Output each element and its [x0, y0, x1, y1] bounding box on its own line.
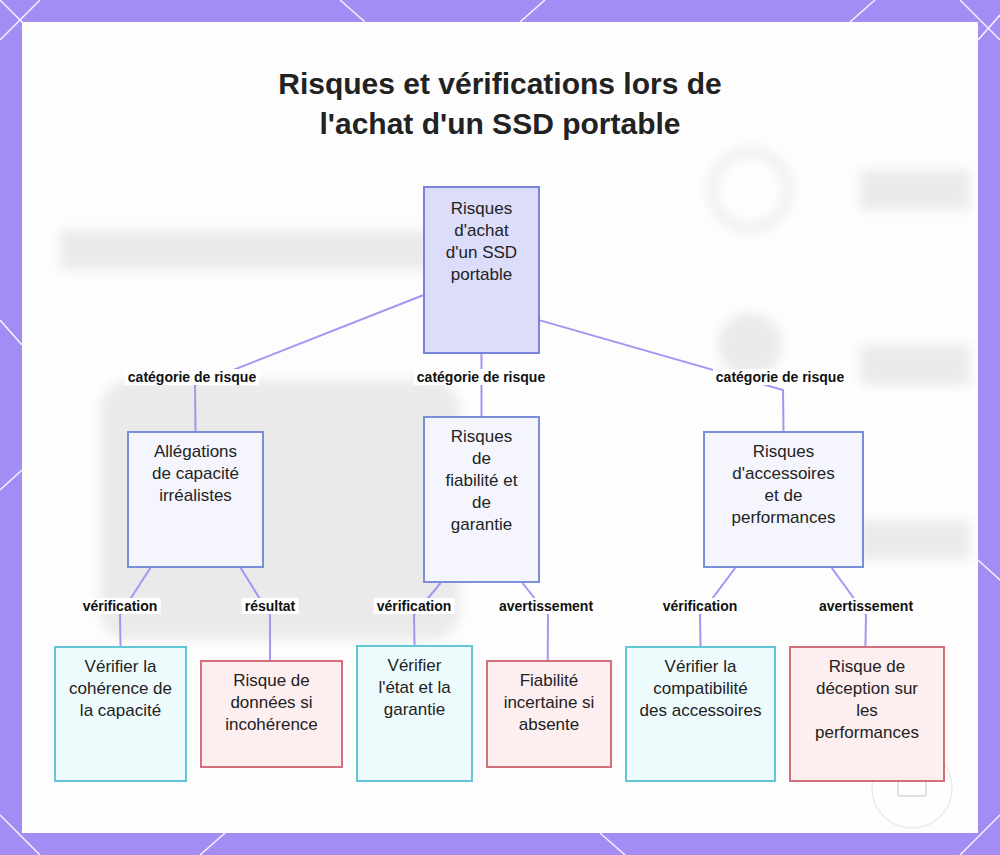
edge-label: catégorie de risque [125, 369, 259, 385]
connector-line [700, 568, 735, 646]
node-text: Risques d'achat d'un SSD portable [437, 198, 526, 286]
connector-line [481, 354, 483, 416]
warning-box: Risque de déception sur les performances [789, 646, 945, 782]
warning-box: Risque de données si incohérence [200, 660, 343, 768]
node-text: Vérifier la compatibilité des accessoire… [639, 656, 762, 722]
node-text: Allégations de capacité irréalistes [145, 441, 246, 507]
warning-box: Fiabilité incertaine si absente [486, 660, 612, 768]
diagram-title: Risques et vérifications lors de l'achat… [250, 64, 750, 144]
node-text: Fiabilité incertaine si absente [500, 670, 598, 736]
node-text: Risques de fiabilité et de garantie [444, 426, 519, 536]
node-text: Risques d'accessoires et de performances [725, 441, 842, 529]
check-box: Vérifier l'état et la garantie [356, 645, 473, 782]
connector-line [540, 320, 784, 431]
category-box: Risques de fiabilité et de garantie [423, 416, 540, 583]
check-box: Vérifier la compatibilité des accessoire… [625, 646, 776, 782]
connector-line [832, 568, 866, 646]
edge-label: vérification [80, 598, 161, 614]
logo-mark [898, 780, 926, 796]
category-box: Risques d'accessoires et de performances [703, 431, 864, 568]
category-box: Allégations de capacité irréalistes [127, 431, 264, 568]
node-text: Vérifier la cohérence de la capacité [66, 656, 175, 722]
connector-line [120, 568, 150, 646]
edge-label: vérification [660, 598, 741, 614]
edge-label: catégorie de risque [713, 369, 847, 385]
connector-line [522, 583, 548, 660]
root-box: Risques d'achat d'un SSD portable [423, 186, 540, 354]
node-text: Vérifier l'état et la garantie [368, 655, 461, 721]
connector-line [195, 295, 423, 431]
edge-label: avertissement [816, 598, 916, 614]
check-box: Vérifier la cohérence de la capacité [54, 646, 187, 782]
node-text: Risque de déception sur les performances [803, 656, 931, 744]
blurred-background [60, 152, 970, 640]
connector-line [241, 568, 270, 660]
connector-line [414, 583, 441, 645]
white-panel [22, 22, 978, 833]
edge-label: vérification [374, 598, 455, 614]
node-text: Risque de données si incohérence [212, 670, 331, 736]
edge-label: résultat [242, 598, 299, 614]
